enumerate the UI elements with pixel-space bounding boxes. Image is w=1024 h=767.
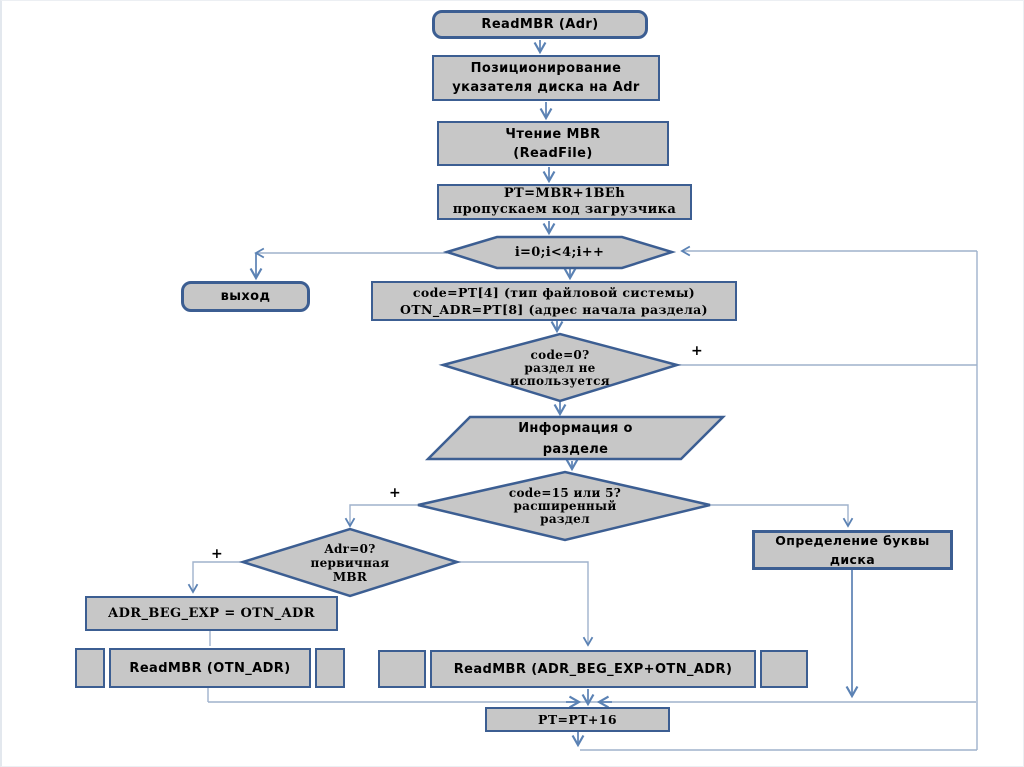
node-read-entry: code=PT[4] (тип файловой системы) OTN_AD… <box>371 281 737 321</box>
predef-bar-right <box>760 650 808 688</box>
branch-label-code-zero-plus: + <box>691 343 703 359</box>
node-adr-beg-exp: ADR_BEG_EXP = OTN_ADR <box>85 596 338 631</box>
edge-adrzero-adrbegexp <box>187 561 243 594</box>
predef-bar-left <box>378 650 426 688</box>
loop-label: i=0;i<4;i++ <box>514 245 605 260</box>
predef-label: ReadMBR (ADR_BEG_EXP+OTN_ADR) <box>430 650 756 688</box>
predef-bar-right <box>315 648 345 688</box>
node-start: ReadMBR (Adr) <box>432 10 648 39</box>
node-pt-next: PT=PT+16 <box>485 707 670 732</box>
branch-label-code-extended-plus: + <box>389 485 401 501</box>
node-read-mbr-otn: ReadMBR (OTN_ADR) <box>75 648 345 688</box>
code-extended-diamond <box>417 470 711 542</box>
node-position-pointer: Позиционирование указателя диска на Adr <box>432 55 660 101</box>
partition-info-label: Информация о разделе <box>518 420 633 457</box>
node-drive-letter: Определение буквы диска <box>752 530 953 570</box>
code-zero-label: code=0? раздел не используется <box>510 347 610 388</box>
predef-bar-left <box>75 648 105 688</box>
edge-adrzero-readext <box>457 561 594 647</box>
loop-hexagon <box>442 235 677 270</box>
edge-codeext-adrzero <box>344 504 418 528</box>
adr-zero-diamond <box>238 527 462 598</box>
branch-label-adr-zero-plus: + <box>211 546 223 562</box>
edge-codeext-driveletter <box>710 504 854 528</box>
node-pt-offset: PT=MBR+1BEh пропускаем код загрузчика <box>437 184 692 220</box>
partition-info-parallelogram <box>424 415 727 461</box>
node-read-mbr-ext: ReadMBR (ADR_BEG_EXP+OTN_ADR) <box>378 650 808 688</box>
node-read-mbr: Чтение MBR (ReadFile) <box>437 121 669 166</box>
code-zero-diamond <box>438 332 682 403</box>
adr-zero-label: Adr=0? первичная MBR <box>310 542 390 584</box>
predef-label: ReadMBR (OTN_ADR) <box>109 648 311 688</box>
node-exit: выход <box>181 281 310 312</box>
code-extended-label: code=15 или 5? расширенный раздел <box>508 486 622 526</box>
